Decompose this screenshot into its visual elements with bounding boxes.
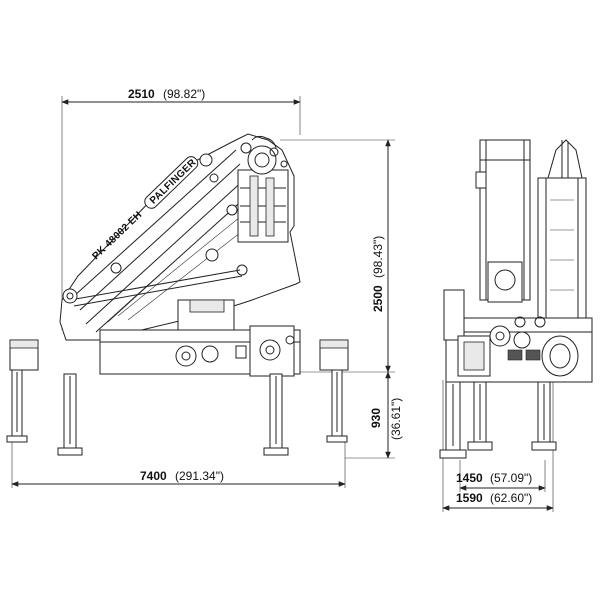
outrigger-span-value: 7400 [140,469,167,483]
outrigger-legs [6,369,348,456]
height-lower-imperial: (36.61") [389,398,403,440]
dimension-height-lower: 930 (36.61") [369,371,403,459]
rear-width-inner-value: 1450 [456,471,483,485]
rear-width-inner-imperial: (57.09") [490,471,532,485]
rear-column [475,139,531,303]
rear-base [443,289,593,383]
crane-base [99,299,301,377]
height-upper-value: 2500 [371,285,385,312]
rear-width-outer-imperial: (62.60") [490,491,532,505]
outrigger-beams [9,339,349,371]
dimension-height-upper: 2500 (98.43") [371,139,391,373]
rear-width-outer-value: 1590 [456,491,483,505]
top-width-imperial: (98.82") [163,87,205,101]
dimension-top-width: 2510 (98.82") [61,87,301,105]
dimension-rear-width-outer: 1590 (62.60") [442,491,554,511]
dimension-outrigger-span: 7400 (291.34") [11,469,346,487]
boom-assembly [59,133,301,341]
rear-legs [439,381,557,459]
crane-rear-view: 1450 (57.09") 1590 (62.60") [439,139,593,512]
top-width-value: 2510 [128,87,155,101]
height-upper-imperial: (98.43") [371,236,385,278]
height-lower-value: 930 [369,408,383,428]
crane-side-view: PK 48002 EH PALFINGER [6,87,403,488]
dimension-rear-width-inner: 1450 (57.09") [456,471,546,491]
outrigger-span-imperial: (291.34") [175,469,224,483]
